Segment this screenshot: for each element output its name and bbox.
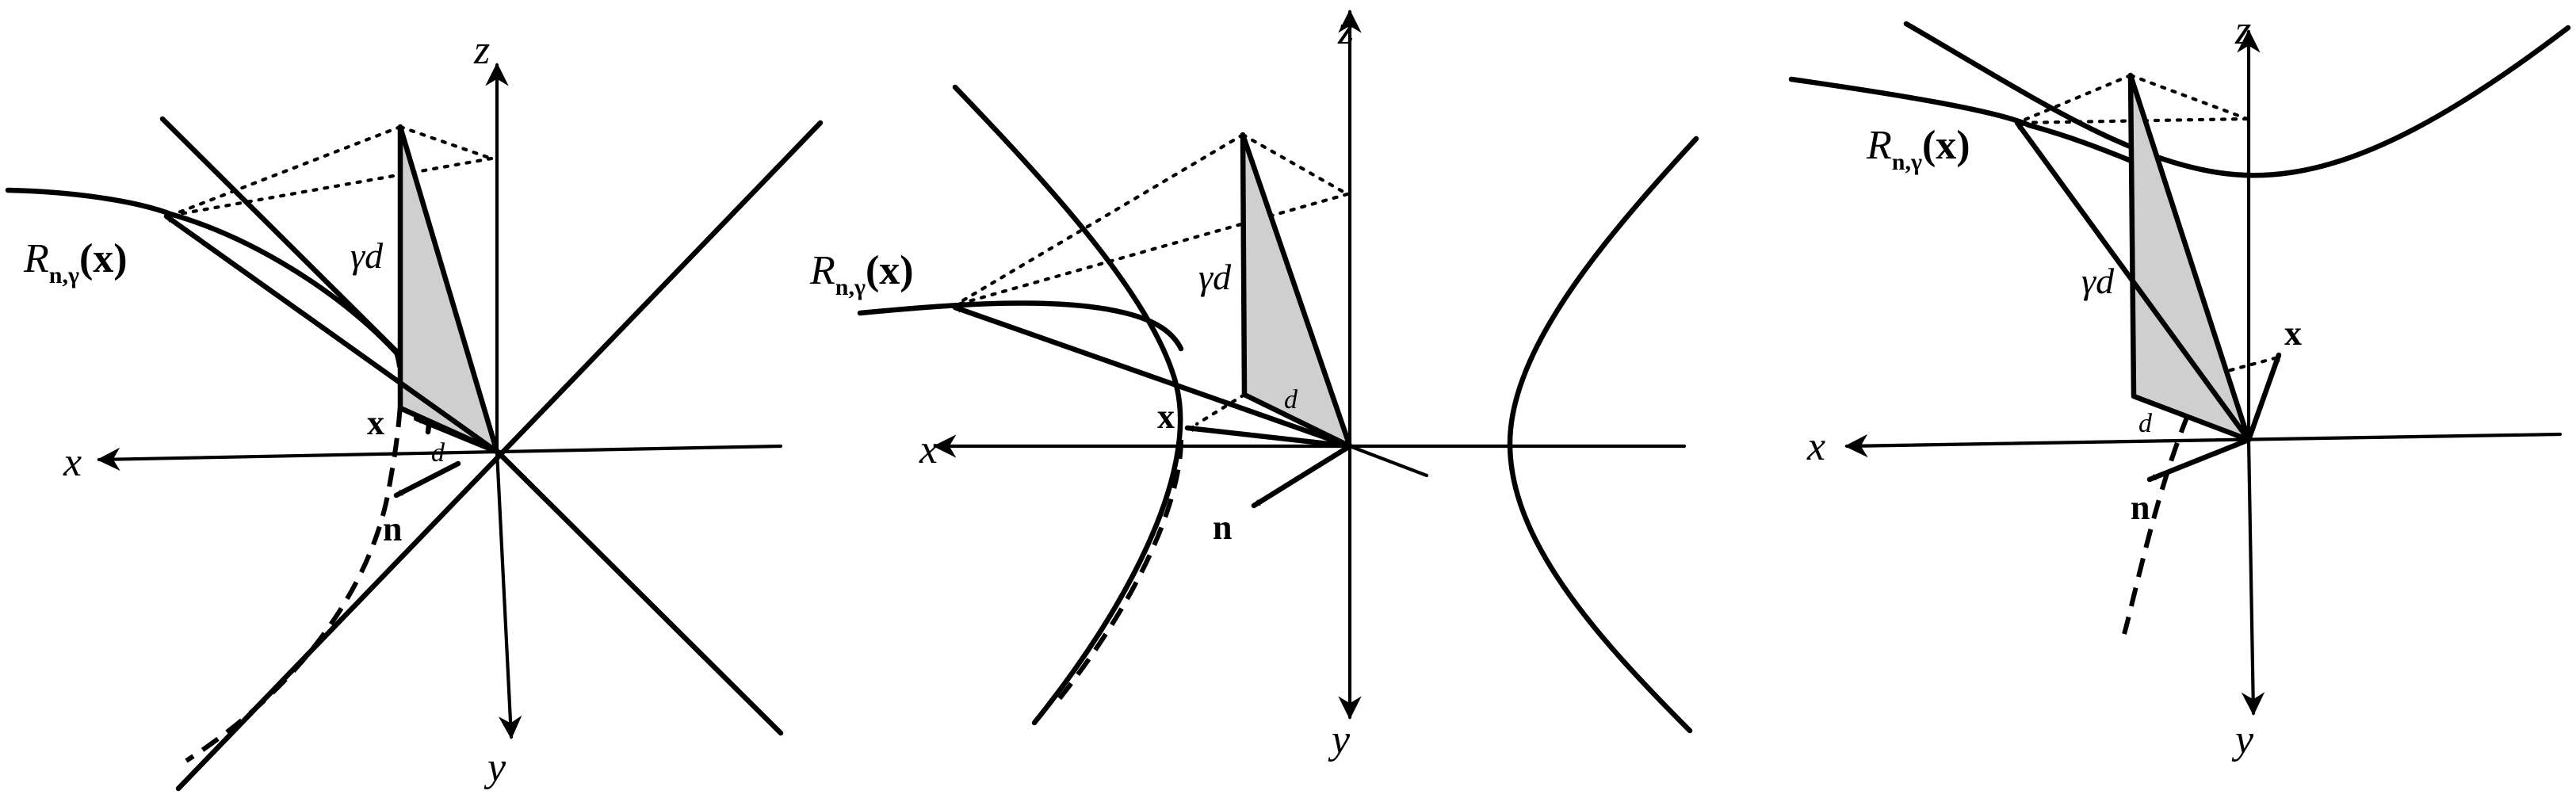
x-point-label: x [1157, 397, 1175, 436]
gamma-d-label: γd [1198, 257, 1232, 297]
cone-line-2 [175, 120, 824, 792]
hyperbola-right-branch [1507, 136, 1699, 734]
r-vector [2014, 120, 2252, 443]
dotted-line-2 [168, 124, 403, 218]
y-axis-label: y [2231, 717, 2254, 762]
r-label: Rn,γ(x) [23, 236, 128, 288]
r-label: Rn,γ(x) [809, 248, 914, 300]
x-axis [97, 444, 783, 472]
hyperbola-left-branch [952, 84, 1183, 726]
shaded-triangle [1240, 132, 1353, 449]
dotted-line-4 [1194, 392, 1247, 426]
curve [5, 187, 432, 435]
n-vector [2146, 437, 2252, 483]
dashed-curve [1052, 439, 1183, 707]
y-axis [2241, 437, 2265, 716]
dotted-line-2 [953, 132, 1245, 307]
x-vector [413, 415, 500, 455]
dotted-line-3 [168, 156, 494, 218]
hyperbola-upper-branch [1903, 21, 2571, 178]
panel-middle: x z y γd d x n Rn,γ(x) [809, 8, 1699, 762]
shaded-triangle [2127, 72, 2252, 443]
panel-right: x z y γd d x n Rn,γ(x) [1788, 8, 2571, 762]
dotted-line-2 [2015, 73, 2133, 125]
x-vector [1184, 425, 1353, 449]
d-label: d [1284, 385, 1298, 414]
r-vector [163, 213, 500, 455]
panel-left: x z y γd d x n Rn,γ(x) [5, 28, 824, 792]
x-point-label: x [2284, 314, 2302, 353]
x-axis-label: x [1806, 424, 1825, 469]
gamma-d-label: γd [350, 235, 384, 276]
back-axis-segment [1347, 444, 1429, 478]
curve [857, 300, 1184, 352]
z-axis-label: z [1337, 8, 1354, 53]
x-vector [2245, 352, 2282, 443]
d-label: d [2138, 409, 2153, 438]
n-vector-label: n [383, 510, 402, 548]
y-axis-label: y [1328, 717, 1351, 762]
n-vector-label: n [1213, 508, 1232, 547]
n-vector [393, 460, 461, 498]
dotted-line-3 [953, 192, 1350, 307]
r-label: Rn,γ(x) [1866, 123, 1970, 175]
r-vector [952, 304, 1353, 449]
shaded-triangle [397, 124, 500, 455]
y-axis-label: y [483, 745, 506, 790]
dotted-line-1 [2128, 73, 2249, 121]
gamma-d-label: γd [2081, 261, 2115, 301]
dotted-line-1 [1240, 132, 1350, 197]
curve [1788, 76, 2159, 174]
n-vector-label: n [2131, 488, 2150, 527]
n-vector [1251, 443, 1353, 509]
z-axis-label: z [473, 28, 490, 73]
x-axis-label: x [919, 427, 938, 472]
x-axis-label: x [63, 440, 82, 485]
z-axis-label: z [2234, 8, 2251, 53]
d-label: d [431, 438, 445, 468]
x-point-label: x [367, 403, 384, 442]
x-axis [1844, 432, 2563, 458]
y-axis [495, 449, 522, 739]
dotted-line-1 [398, 124, 494, 161]
